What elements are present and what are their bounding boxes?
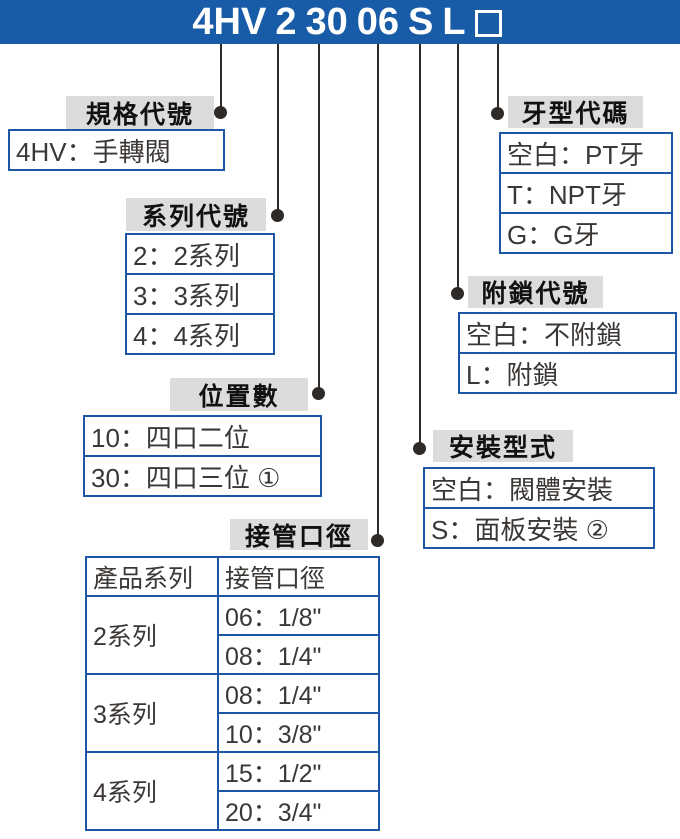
- code-segment-positions: 30: [305, 1, 348, 43]
- lock-option-row: 空白：不附鎖: [458, 312, 677, 354]
- table-header-port-size: 接管口徑: [217, 556, 380, 597]
- code-segment-mounting: S: [408, 1, 434, 43]
- mounting-option-row: S：面板安裝 ②: [423, 507, 655, 549]
- table-row: 3系列 08：1/4": [85, 673, 380, 753]
- port-size-section-title: 接管口徑: [230, 519, 368, 551]
- thread-option-row: T：NPT牙: [499, 172, 673, 214]
- size-cell: 20：3/4": [217, 790, 380, 831]
- connector-line-thread: [497, 44, 499, 109]
- port-size-table: 產品系列 接管口徑 2系列 06：1/8" 08：1/4" 3系列 08：1/4…: [85, 556, 380, 831]
- code-segment-series: 2: [275, 1, 297, 43]
- connector-dot-positions: [312, 387, 325, 400]
- model-code-header: 4HV 2 30 06 S L: [0, 0, 680, 44]
- thread-section-title: 牙型代碼: [508, 96, 643, 128]
- thread-option-row: 空白：PT牙: [499, 132, 673, 174]
- table-row: 2系列 06：1/8": [85, 595, 380, 675]
- connector-dot-port: [371, 534, 384, 547]
- table-row: 20：3/4": [86, 790, 380, 831]
- size-cell: 08：1/4": [217, 673, 380, 714]
- size-cell: 10：3/8": [217, 712, 380, 753]
- mounting-option-row: 空白：閥體安裝: [423, 467, 655, 509]
- blank-square-icon: [474, 9, 502, 37]
- connector-line-port: [377, 44, 379, 536]
- series-3-cell: 3系列: [85, 673, 219, 753]
- series-2-cell: 2系列: [85, 595, 219, 675]
- lock-options-box: 空白：不附鎖 L：附鎖: [458, 312, 677, 394]
- thread-options-box: 空白：PT牙 T：NPT牙 G：G牙: [499, 132, 673, 254]
- table-row: 08：1/4": [86, 634, 380, 675]
- series-section-title: 系列代號: [126, 198, 266, 231]
- code-segment-lock: L: [442, 1, 466, 43]
- spec-options-box: 4HV：手轉閥: [8, 129, 225, 171]
- table-header-product-series: 產品系列: [85, 556, 219, 597]
- spec-option-row: 4HV：手轉閥: [8, 129, 225, 171]
- positions-option-row: 10：四口二位: [83, 415, 322, 457]
- lock-section-title: 附鎖代號: [468, 276, 603, 308]
- connector-line-positions: [318, 44, 320, 389]
- mounting-options-box: 空白：閥體安裝 S：面板安裝 ②: [423, 467, 655, 549]
- thread-option-row: G：G牙: [499, 212, 673, 254]
- connector-dot-lock: [451, 287, 464, 300]
- series-4-cell: 4系列: [85, 751, 219, 831]
- connector-dot-thread: [491, 107, 504, 120]
- connector-line-spec: [220, 44, 222, 108]
- connector-line-mounting: [419, 44, 421, 444]
- positions-section-title: 位置數: [170, 378, 308, 411]
- connector-dot-spec: [214, 106, 227, 119]
- table-header-row: 產品系列 接管口徑: [85, 556, 380, 597]
- spec-section-title: 規格代號: [66, 96, 214, 129]
- positions-option-row: 30：四口三位 ①: [83, 455, 322, 497]
- series-option-row: 3：3系列: [125, 273, 275, 315]
- code-segment-port: 06: [356, 1, 400, 43]
- code-segment-spec: 4HV: [192, 1, 267, 43]
- connector-dot-series: [271, 209, 284, 222]
- lock-option-row: L：附鎖: [458, 352, 677, 394]
- size-cell: 06：1/8": [217, 595, 380, 636]
- connector-line-series: [277, 44, 279, 211]
- connector-dot-mounting: [413, 442, 426, 455]
- connector-line-lock: [457, 44, 459, 289]
- size-cell: 08：1/4": [217, 634, 380, 675]
- table-row: 10：3/8": [86, 712, 380, 753]
- size-cell: 15：1/2": [217, 751, 380, 792]
- series-option-row: 4：4系列: [125, 313, 275, 355]
- series-option-row: 2：2系列: [125, 233, 275, 275]
- positions-options-box: 10：四口二位 30：四口三位 ①: [83, 415, 322, 497]
- series-options-box: 2：2系列 3：3系列 4：4系列: [125, 233, 275, 355]
- mounting-section-title: 安裝型式: [433, 430, 573, 462]
- table-row: 4系列 15：1/2": [85, 751, 380, 831]
